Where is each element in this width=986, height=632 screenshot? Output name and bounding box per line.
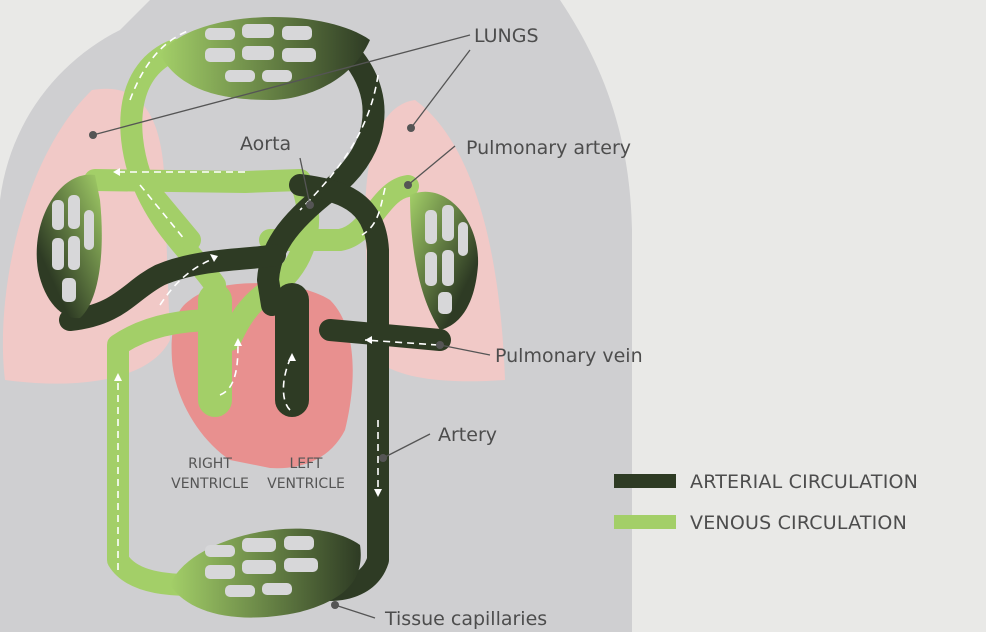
label-right-ventricle-line2: VENTRICLE (171, 476, 249, 492)
legend-arterial-swatch (614, 474, 676, 488)
label-lungs: LUNGS (474, 25, 539, 47)
label-artery: Artery (438, 424, 497, 446)
legend-venous-swatch (614, 515, 676, 529)
label-left-ventricle-line1: LEFT (289, 456, 322, 472)
legend: ARTERIAL CIRCULATION VENOUS CIRCULATION (614, 471, 918, 534)
label-left-ventricle-line2: VENTRICLE (267, 476, 345, 492)
label-tissue-capillaries: Tissue capillaries (384, 608, 547, 630)
legend-venous-label: VENOUS CIRCULATION (690, 512, 907, 534)
label-pulmonary-artery: Pulmonary artery (466, 137, 631, 159)
label-aorta: Aorta (240, 133, 291, 155)
label-right-ventricle-line1: RIGHT (188, 456, 232, 472)
label-pulmonary-vein: Pulmonary vein (495, 345, 643, 367)
legend-arterial-label: ARTERIAL CIRCULATION (690, 471, 918, 493)
